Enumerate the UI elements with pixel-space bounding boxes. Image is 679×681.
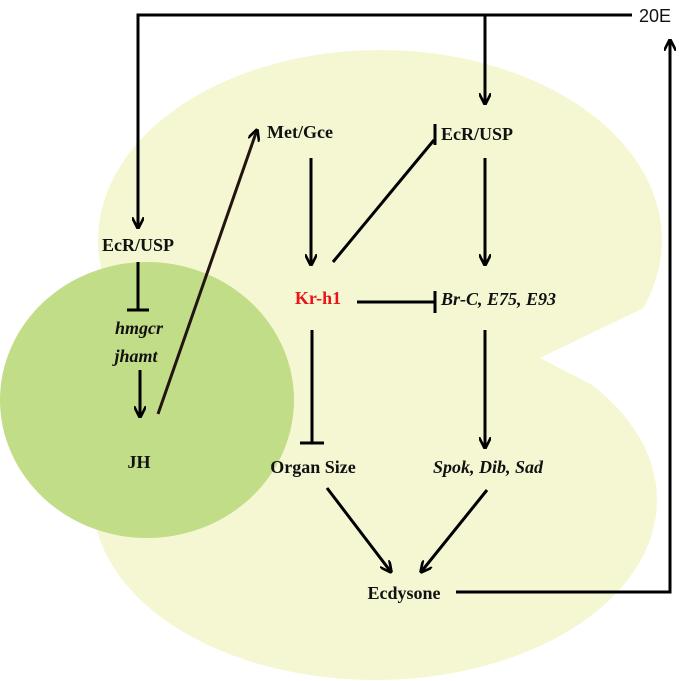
node-br-c-e75-e93: Br-C, E75, E93 (440, 289, 556, 309)
node-ecdysone: Ecdysone (367, 583, 440, 603)
edge-krh1-inhibits-ecr (331, 139, 436, 263)
node-hmgcr: hmgcr (115, 318, 164, 338)
region-notch (540, 300, 660, 420)
node-met-gce: Met/Gce (267, 122, 333, 142)
node-jh: JH (127, 452, 150, 472)
node-kr-h1: Kr-h1 (295, 288, 341, 308)
edge-jh-to-metgce (156, 130, 257, 415)
node-ecr-usp-top: EcR/USP (441, 124, 513, 144)
edge-spok-to-ecdysone (421, 489, 489, 572)
edge-organ-size-to-ecdysone (325, 487, 391, 572)
edge-20e-to-left-ecr (138, 13, 632, 228)
node-spok-dib-sad: Spok, Dib, Sad (433, 457, 544, 477)
node-jhamt: jhamt (111, 346, 158, 366)
corpora-allata-region (0, 262, 294, 538)
node-20e: 20E (639, 6, 671, 26)
node-organ-size: Organ Size (270, 457, 356, 477)
edge-ecdysone-to-20e (456, 40, 670, 594)
node-ecr-usp-left: EcR/USP (102, 235, 174, 255)
